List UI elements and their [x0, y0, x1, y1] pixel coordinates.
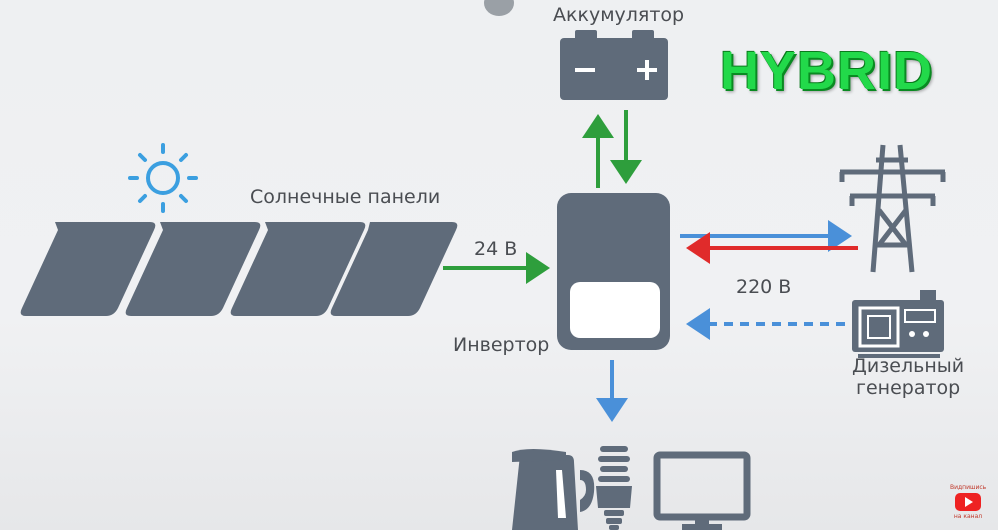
external-link-icon[interactable] — [484, 0, 514, 16]
youtube-play-icon[interactable] — [955, 493, 981, 511]
ac-voltage-label: 220 В — [736, 276, 792, 298]
subscribe-text-line2: на канал — [953, 513, 983, 520]
solar-panel-icon — [20, 222, 458, 316]
generator-label-line2: генератор — [856, 377, 961, 399]
light-bulb-icon — [596, 446, 632, 530]
sun-icon — [128, 143, 198, 213]
inverter-icon — [557, 193, 670, 350]
hybrid-title: HYBRID — [720, 41, 934, 101]
solar-panels-label: Солнечные панели — [250, 186, 441, 208]
subscribe-text-line1: Видпишись — [950, 484, 987, 491]
monitor-icon — [653, 451, 751, 530]
battery-icon — [560, 30, 668, 100]
subscribe-badge[interactable]: Видпишись на канал — [950, 484, 986, 524]
battery-label: Аккумулятор — [553, 4, 685, 26]
inverter-label: Инвертор — [453, 334, 550, 356]
dc-voltage-label: 24 В — [474, 238, 518, 260]
diesel-generator-icon — [852, 290, 944, 358]
generator-label-line1: Дизельный — [852, 355, 965, 377]
kettle-icon — [512, 449, 595, 530]
power-tower-icon — [839, 144, 946, 273]
